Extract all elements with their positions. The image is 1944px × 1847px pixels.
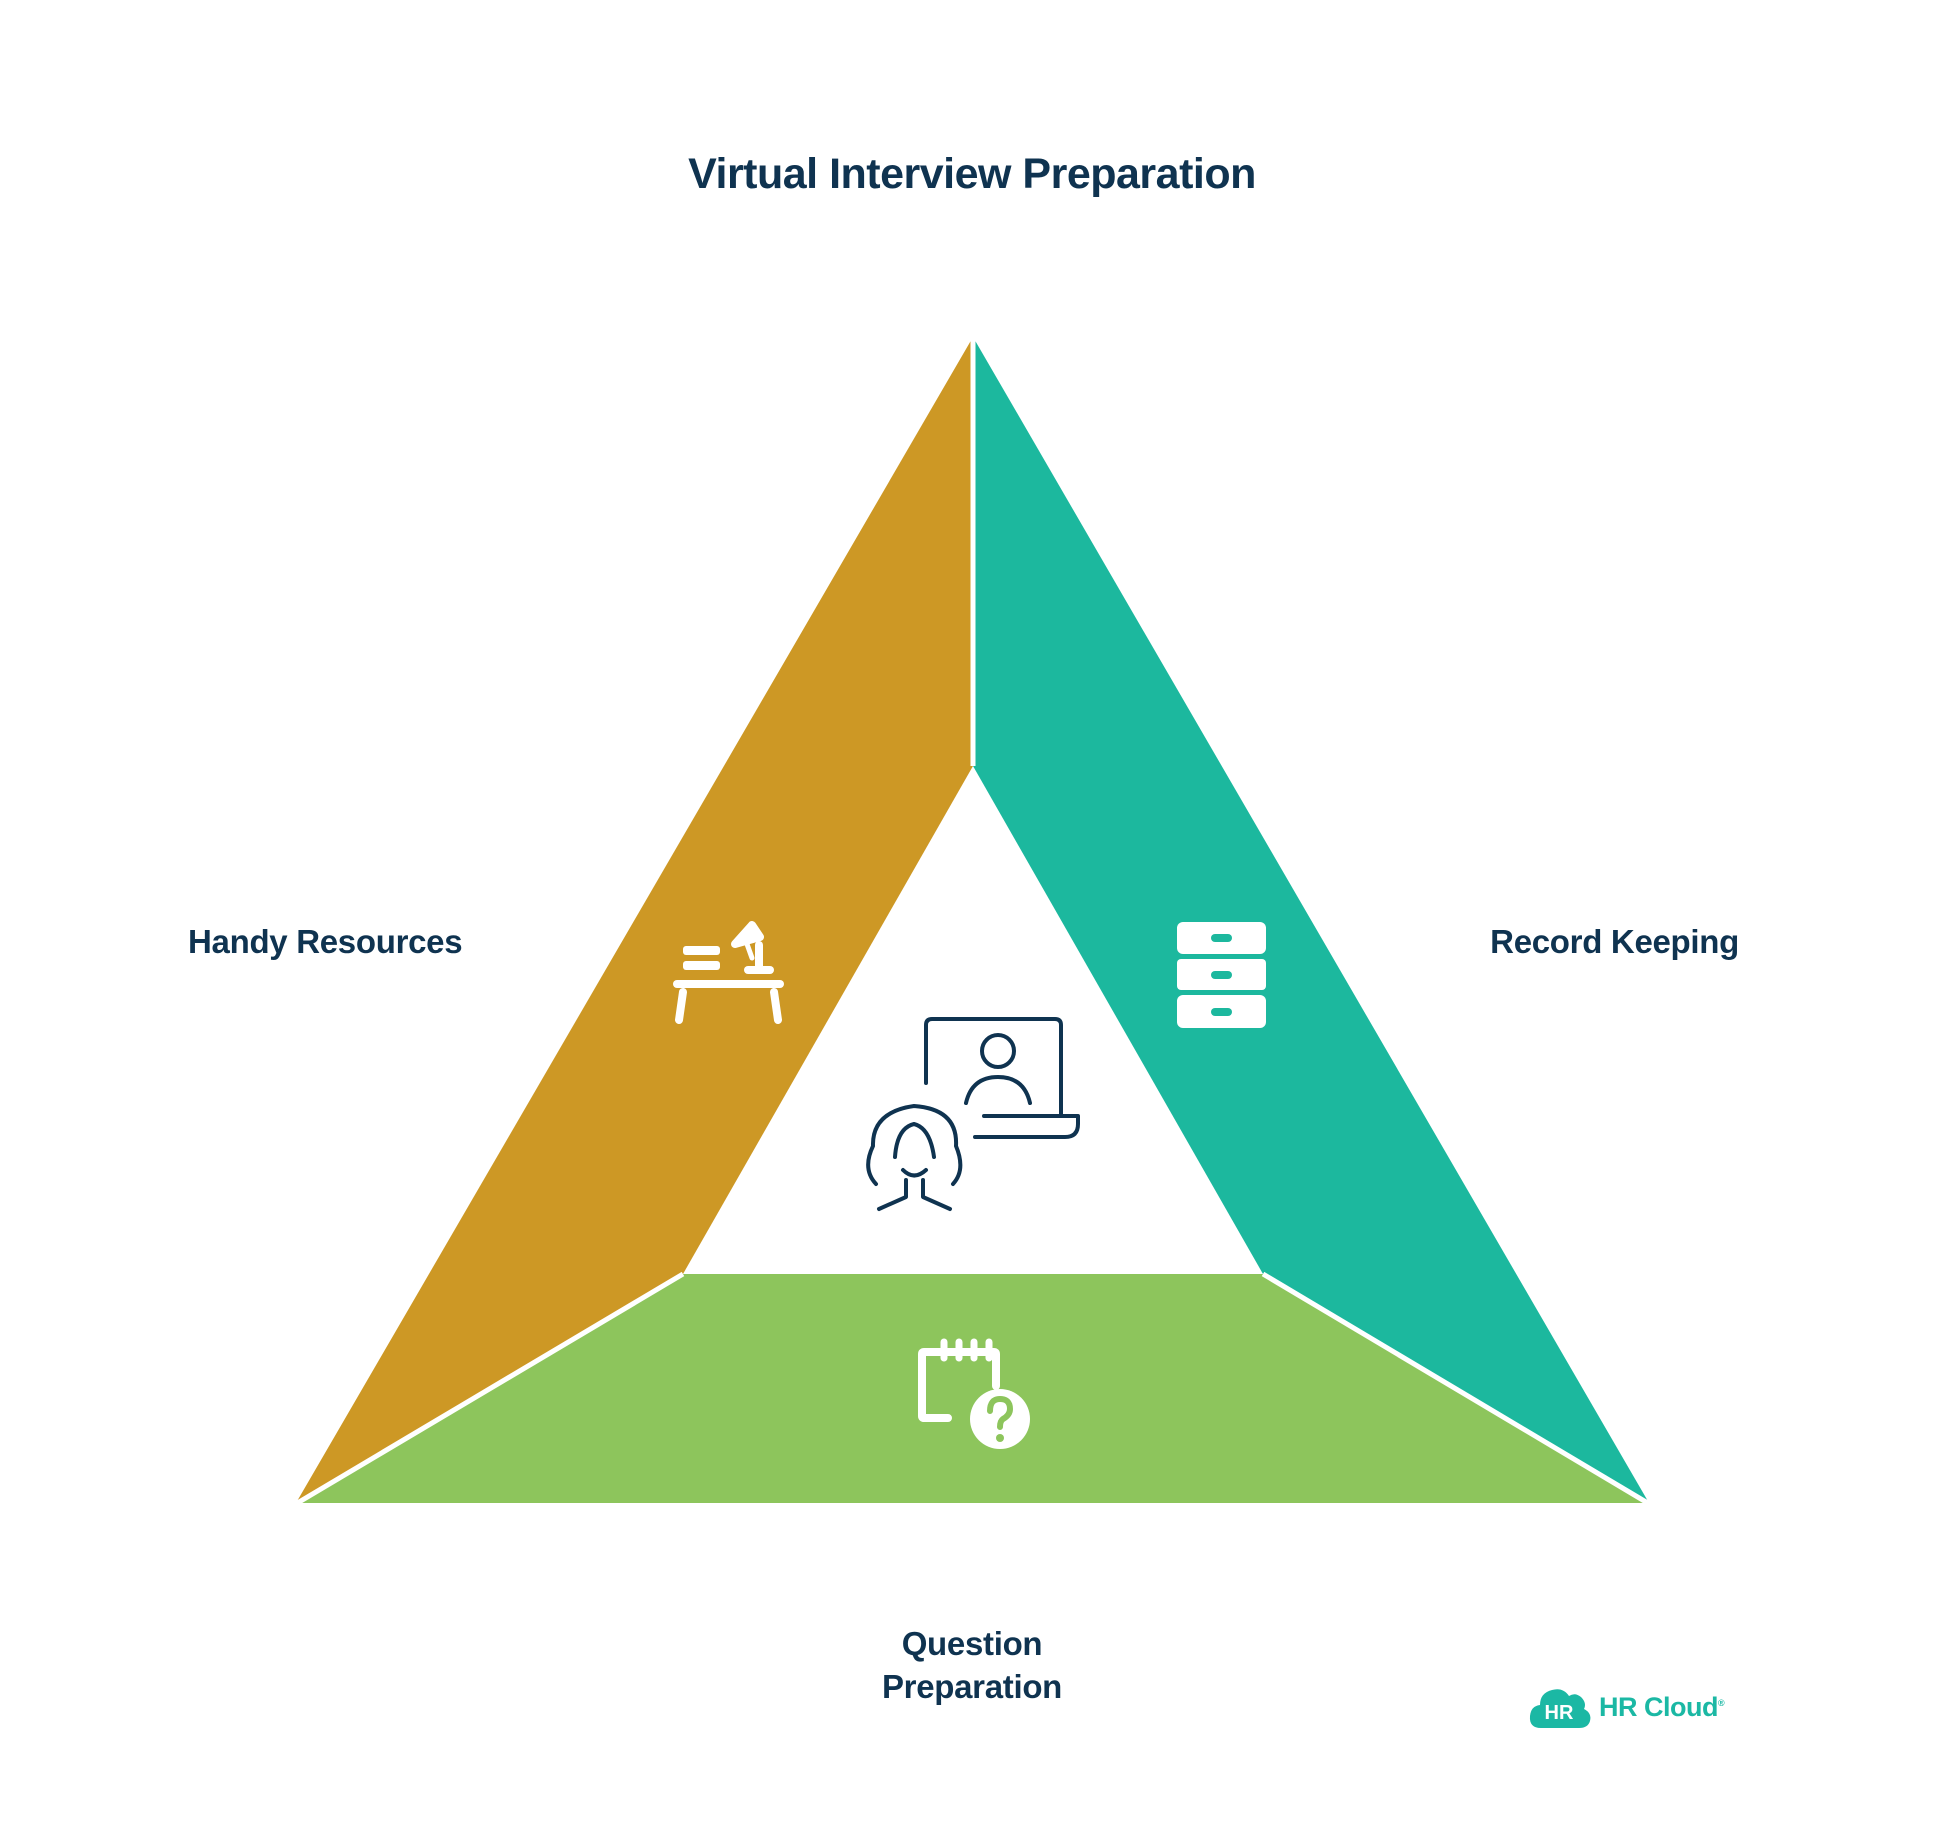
logo-badge-text: HR [1545,1702,1574,1724]
logo-registered-mark: ® [1717,1697,1725,1708]
label-record-keeping: Record Keeping [1490,923,1739,960]
label-handy-resources: Handy Resources [188,923,463,960]
logo-name: HR Cloud [1599,1691,1718,1722]
segment-record-keeping [973,337,1649,1503]
segment-separators [292,330,1653,1508]
virtual-interview-icon [866,1017,1080,1211]
cloud-badge-icon: HR [1529,1689,1591,1728]
label-question-preparation: Question Preparation [0,1622,1944,1708]
diagram-title: Virtual Interview Preparation [688,150,1256,198]
label-question-line-2: Preparation [881,1668,1063,1705]
segment-question-preparation [296,1274,1649,1503]
hr-cloud-logo: HR HR Cloud® [1527,1683,1725,1731]
logo-text: HR Cloud® [1599,1691,1725,1723]
calendar-question-icon [918,1338,1030,1449]
desk-lamp-icon [673,921,784,1024]
label-question-line-1: Question [901,1625,1043,1662]
segment-handy-resources [296,337,973,1503]
filing-cabinet-icon [1177,922,1266,1028]
